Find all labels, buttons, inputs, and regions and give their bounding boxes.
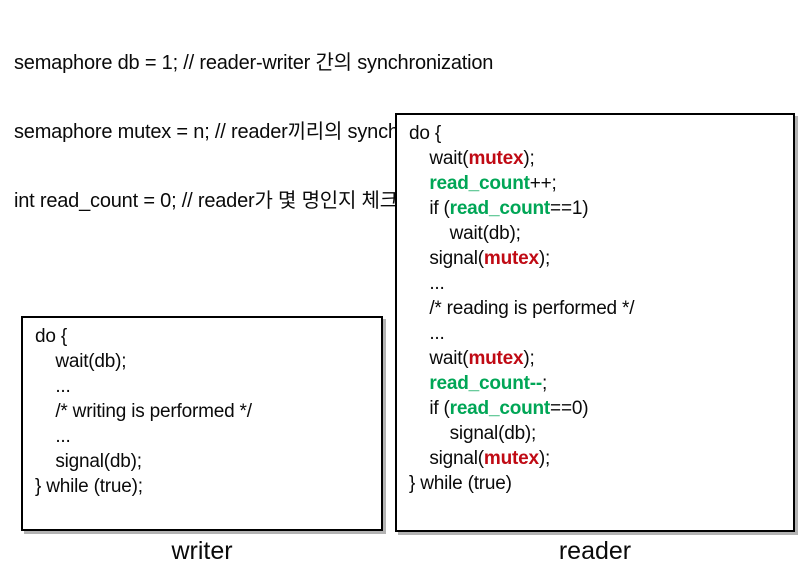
code-text: wait(db); (409, 223, 521, 244)
code-text: ); (538, 248, 551, 269)
code-line: signal(db); (409, 421, 789, 446)
code-text: ... (35, 376, 71, 397)
code-text: wait( (409, 348, 469, 369)
code-text: signal(db); (409, 423, 537, 444)
mutex-token: mutex (483, 448, 539, 469)
code-text: if ( (409, 398, 450, 419)
code-text: signal(db); (35, 451, 142, 472)
code-text: ... (409, 323, 445, 344)
read-count-token: read_count (449, 198, 551, 219)
code-text: ==0) (550, 398, 589, 419)
code-text: ; (542, 373, 548, 394)
reader-code-box: do { wait(mutex); read_count++; if (read… (395, 113, 795, 532)
code-line: read_count++; (409, 171, 789, 196)
code-line: signal(mutex); (409, 246, 789, 271)
code-text: if ( (409, 198, 450, 219)
code-text (409, 173, 429, 194)
code-line: /* reading is performed */ (409, 296, 789, 321)
code-line: ... (35, 374, 377, 399)
code-text: do { (35, 326, 67, 347)
code-line: /* writing is performed */ (35, 399, 377, 424)
code-text: ... (409, 273, 445, 294)
code-text: } while (true); (35, 476, 143, 497)
code-line: wait(db); (409, 221, 789, 246)
code-text: ==1) (550, 198, 589, 219)
code-line: signal(db); (35, 449, 377, 474)
code-line: do { (409, 121, 789, 146)
code-line: do { (35, 324, 377, 349)
code-text: ); (538, 448, 551, 469)
writer-code-box: do { wait(db); ... /* writing is perform… (21, 316, 383, 531)
code-line: ... (409, 321, 789, 346)
reader-label: reader (558, 537, 632, 565)
code-text: ); (523, 348, 535, 369)
code-text: /* reading is performed */ (409, 298, 635, 319)
code-line: signal(mutex); (409, 446, 789, 471)
semaphore-declarations: semaphore db = 1; // reader-writer 간의 sy… (14, 6, 493, 259)
code-text: do { (409, 123, 441, 144)
code-text: wait( (409, 148, 469, 169)
code-text (409, 373, 429, 394)
code-line: if (read_count==0) (409, 396, 789, 421)
code-line: wait(mutex); (409, 146, 789, 171)
code-line: ... (409, 271, 789, 296)
mutex-token: mutex (468, 148, 524, 169)
code-text: } while (true) (409, 473, 512, 494)
code-text: ++; (529, 173, 557, 194)
code-text: ... (35, 426, 71, 447)
mutex-token: mutex (483, 248, 539, 269)
read-count-token: read_count-- (429, 373, 542, 394)
code-line: wait(mutex); (409, 346, 789, 371)
code-text: ); (523, 148, 535, 169)
code-line: } while (true); (35, 474, 377, 499)
code-line: if (read_count==1) (409, 196, 789, 221)
read-count-token: read_count (449, 398, 551, 419)
code-line: ... (35, 424, 377, 449)
declaration-line-db: semaphore db = 1; // reader-writer 간의 sy… (14, 52, 494, 74)
declaration-line-read-count: int read_count = 0; // reader가 몇 명인지 체크 (14, 190, 398, 212)
mutex-token: mutex (468, 348, 524, 369)
code-text: /* writing is performed */ (35, 401, 252, 422)
read-count-token: read_count (429, 173, 530, 194)
writer-label: writer (171, 537, 233, 565)
code-text: signal( (409, 248, 484, 269)
code-text: wait(db); (35, 351, 127, 372)
code-line: wait(db); (35, 349, 377, 374)
code-line: read_count--; (409, 371, 789, 396)
code-text: signal( (409, 448, 484, 469)
code-line: } while (true) (409, 471, 789, 496)
